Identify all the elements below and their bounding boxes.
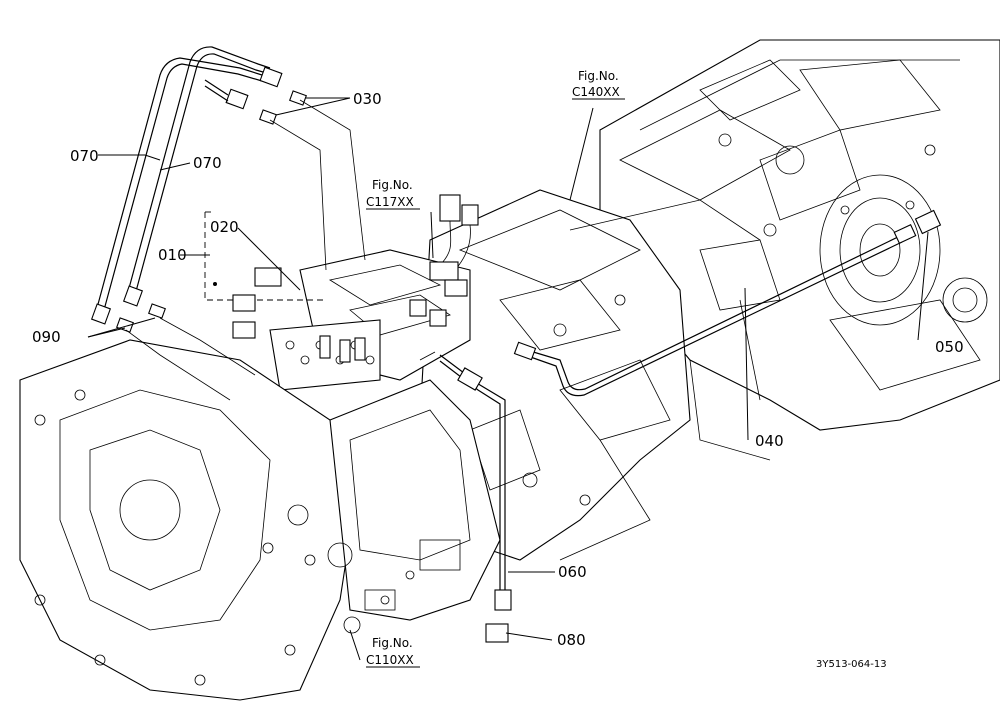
fig-ref-c117-code: C117XX — [366, 195, 414, 209]
callout-020: 020 — [210, 218, 239, 236]
callout-060: 060 — [558, 563, 587, 581]
fig-ref-c117-label: Fig.No. — [372, 178, 413, 192]
front-housing — [19, 339, 501, 701]
figure-references: Fig.No. C140XX Fig.No. C117XX Fig.No. C1… — [366, 69, 625, 668]
pipe-040 — [513, 209, 942, 397]
valve-assembly — [204, 211, 471, 391]
callouts: 030 070 070 010 020 090 050 040 060 080 — [32, 90, 964, 649]
fig-ref-c140-code: C140XX — [572, 85, 620, 99]
fig-ref-c110-code: C110XX — [366, 653, 414, 667]
callout-050: 050 — [935, 338, 964, 356]
callout-070-right: 070 — [193, 154, 222, 172]
leader-lines — [87, 97, 929, 661]
callout-030: 030 — [353, 90, 382, 108]
callout-070-left: 070 — [70, 147, 99, 165]
fig-ref-c110-label: Fig.No. — [372, 636, 413, 650]
callout-040: 040 — [755, 432, 784, 450]
drawing-code: 3Y513-064-13 — [816, 659, 887, 670]
fig-ref-c140-label: Fig.No. — [578, 69, 619, 83]
callout-080: 080 — [557, 631, 586, 649]
electrical-connectors — [429, 194, 479, 297]
pipes-070 — [90, 46, 283, 325]
callout-090: 090 — [32, 328, 61, 346]
callout-010: 010 — [158, 246, 187, 264]
